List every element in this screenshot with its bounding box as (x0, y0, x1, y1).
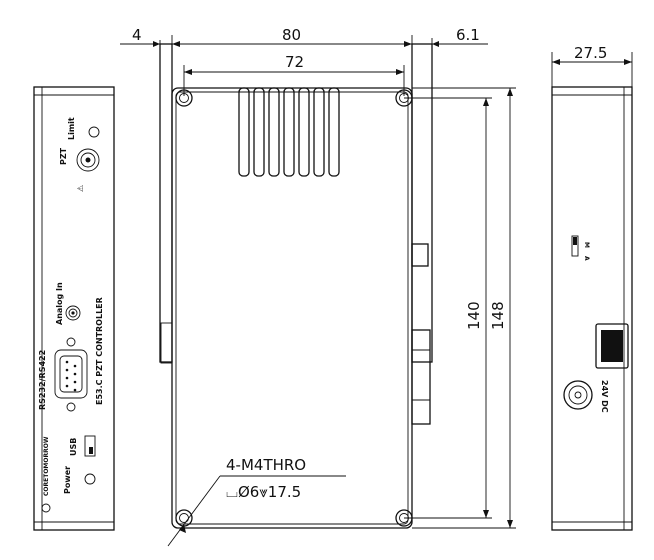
dim-depth: 27.5 (574, 44, 607, 62)
serial-connector (54, 337, 88, 412)
usb-label: USB (69, 438, 78, 456)
warning-icon: ⚠ (76, 185, 85, 192)
dim-offset-right: 6.1 (456, 26, 480, 44)
model-label: E53.C PZT CONTROLLER (95, 297, 104, 405)
pzt-connector (76, 148, 100, 172)
heatsink-fins (238, 87, 340, 177)
usb-port (84, 435, 96, 457)
analog-in-connector (65, 305, 81, 321)
mounting-hole-tl (175, 89, 193, 107)
thread-callout: 4-M4THRO ⌴Ø6⩔17.5 (167, 456, 346, 547)
callout-line1: 4-M4THRO (226, 456, 306, 474)
main-top-view: 80 4 6.1 72 (120, 26, 516, 547)
ce-mark-icon (41, 503, 51, 513)
switch-label-a: A (583, 256, 590, 261)
callout-line2: ⌴Ø6⩔17.5 (226, 483, 301, 501)
limit-label: Limit (67, 117, 76, 140)
brand-label: CORETOMORROW (43, 436, 50, 496)
mode-switch (571, 235, 579, 257)
serial-label: RS232/RS422 (38, 350, 47, 410)
front-panel-view: Limit PZT ⚠ Analog In E53.C PZT CONTROLL… (33, 86, 115, 531)
dim-overall-height: 148 (489, 301, 507, 330)
dim-overall-width: 80 (282, 26, 301, 44)
pzt-label: PZT (59, 147, 68, 165)
power-switch (595, 323, 629, 369)
limit-led (88, 126, 100, 138)
power-label: Power (63, 466, 72, 494)
analog-in-label: Analog In (55, 282, 64, 325)
side-view: 27.5 M A 24V DC (551, 44, 633, 531)
switch-label-m: M (583, 242, 590, 248)
dim-hole-spacing-y: 140 (465, 301, 483, 330)
dc-label: 24V DC (600, 380, 609, 413)
dc-jack (563, 380, 593, 410)
power-led (84, 473, 96, 485)
dim-offset-left: 4 (132, 26, 142, 44)
dim-hole-spacing-x: 72 (285, 53, 304, 71)
